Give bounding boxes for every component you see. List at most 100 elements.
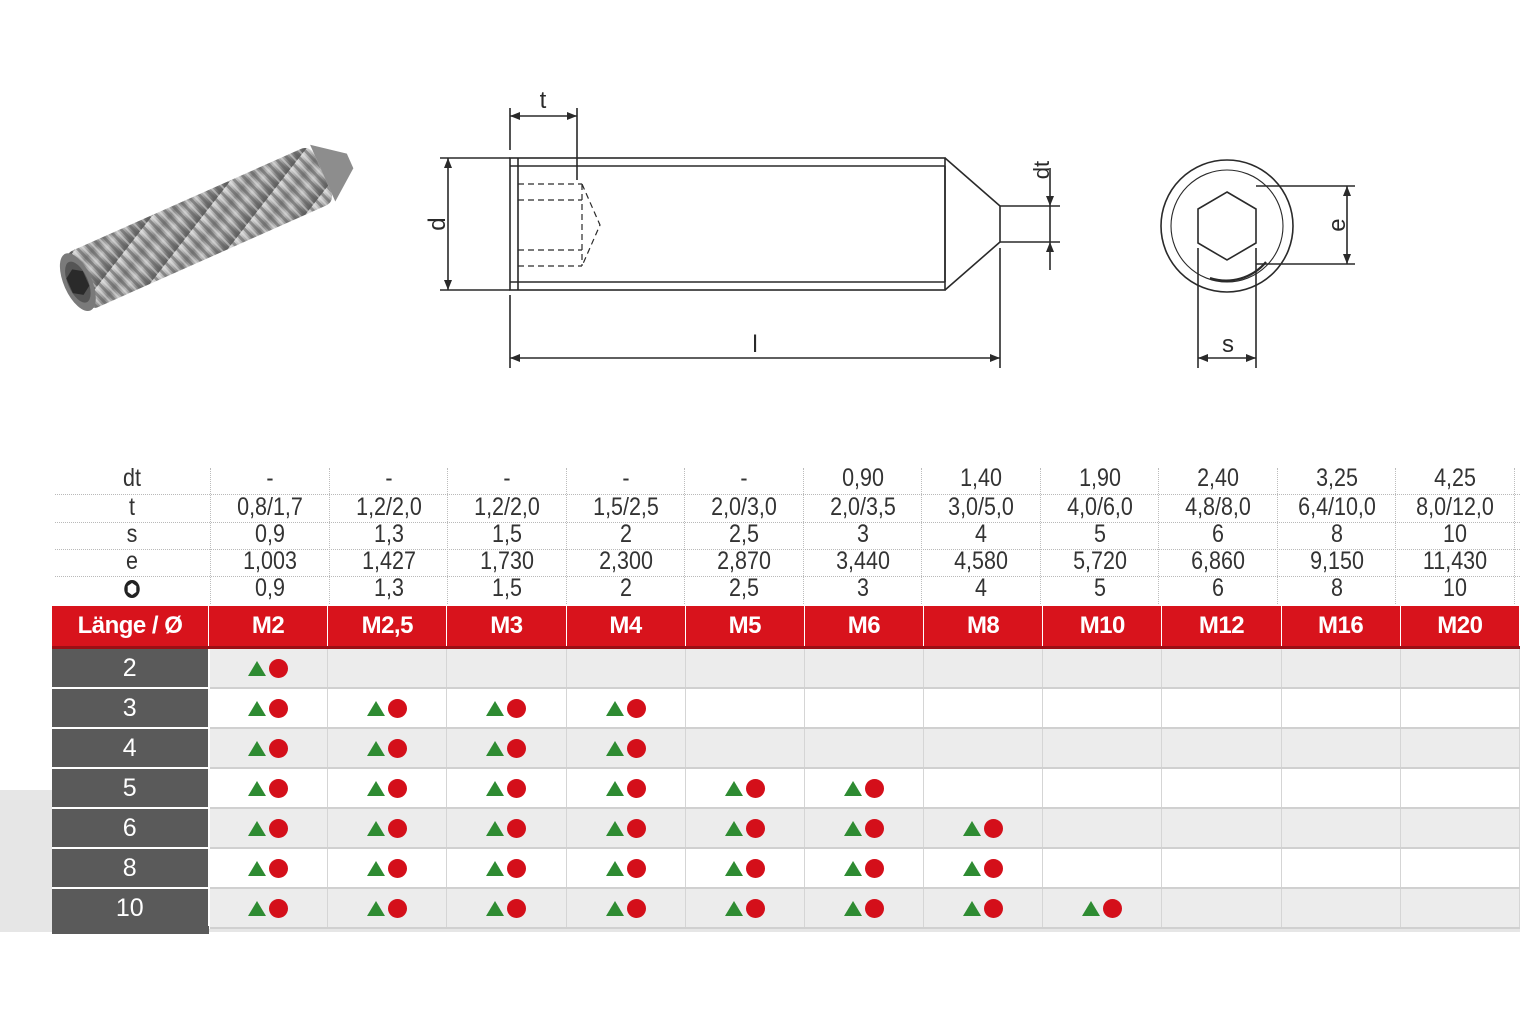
row-divider (55, 576, 1520, 578)
dimension-value: - (740, 464, 748, 492)
triangle-icon (843, 820, 862, 836)
availability-cell (685, 768, 805, 809)
set-screw-photo (59, 144, 354, 312)
triangle-icon (605, 700, 624, 716)
availability-cell (923, 647, 1044, 689)
dot-icon (269, 658, 289, 678)
row-divider (55, 522, 1520, 524)
dimension-value: 2,5 (729, 520, 759, 548)
availability-cell (208, 768, 329, 809)
dimension-value: 9,150 (1309, 547, 1364, 575)
dot-icon (388, 898, 408, 918)
dimension-value: 2,300 (598, 547, 653, 575)
availability-cell (566, 688, 686, 729)
availability-cell (685, 728, 805, 769)
dimension-value: 1,3 (373, 574, 404, 602)
availability-cell (923, 808, 1044, 849)
availability-cell (1400, 688, 1520, 729)
availability-cell (208, 728, 329, 769)
dimension-value: 1,5/2,5 (592, 493, 659, 521)
dimension-value: - (266, 464, 274, 492)
column-divider (1276, 468, 1279, 604)
size-header: M6 (804, 606, 925, 649)
size-header-row: Länge / Ø M2 M2,5 M3 M4 M5 M6 M8 M10 M12… (52, 606, 1520, 649)
dimension-value: 1,427 (361, 547, 416, 575)
column-divider (921, 468, 923, 604)
dimension-value: 6 (1212, 574, 1224, 602)
dot-icon (507, 858, 527, 878)
availability-cell (1042, 888, 1163, 929)
dot-icon (507, 898, 527, 918)
triangle-icon (724, 820, 743, 836)
dimension-value: 3,25 (1315, 464, 1358, 492)
column-divider (684, 468, 686, 604)
column-divider (1513, 468, 1516, 604)
dot-icon (745, 858, 765, 878)
dimension-value: 2,870 (717, 547, 771, 575)
length-cell: 3 (52, 688, 210, 729)
triangle-icon (1082, 900, 1101, 916)
triangle-icon (724, 900, 743, 916)
dimension-value: 2,5 (729, 574, 759, 602)
column-divider (1158, 468, 1160, 604)
table-row: 3 (52, 688, 1520, 729)
triangle-icon (367, 860, 386, 876)
triangle-icon (248, 820, 267, 836)
dimension-value: 1,5 (492, 574, 522, 602)
size-header: M8 (923, 606, 1044, 649)
availability-cell (685, 808, 805, 849)
availability-cell (685, 688, 805, 729)
size-header: M10 (1042, 606, 1163, 649)
availability-cell (566, 647, 686, 689)
dimension-value: 0,90 (841, 464, 884, 492)
dimension-value: - (384, 464, 393, 492)
availability-cell (1161, 848, 1282, 889)
dimension-value: 0,9 (255, 574, 285, 602)
column-divider (210, 468, 212, 604)
triangle-icon (486, 820, 505, 836)
availability-cell (327, 647, 448, 689)
availability-table: Länge / Ø M2 M2,5 M3 M4 M5 M6 M8 M10 M12… (52, 606, 1520, 929)
dot-icon (388, 738, 408, 758)
availability-cell (446, 848, 567, 889)
triangle-icon (367, 780, 386, 796)
dim-label-dt: dt (1029, 161, 1054, 179)
side-view-drawing: t d l dt (424, 87, 1060, 368)
dot-icon (507, 818, 527, 838)
triangle-icon (367, 700, 386, 716)
hex-key-icon (106, 576, 158, 601)
dot-icon (745, 898, 765, 918)
availability-cell (804, 848, 925, 889)
dimension-value: 2 (619, 520, 632, 548)
dimension-value: 1,90 (1078, 464, 1121, 492)
dimension-row-label: t (129, 493, 135, 521)
triangle-icon (248, 780, 267, 796)
column-divider (565, 468, 568, 604)
triangle-icon (843, 860, 862, 876)
availability-cell (446, 888, 567, 929)
dot-icon (388, 818, 408, 838)
availability-cell (446, 688, 567, 729)
dim-label-d: d (424, 217, 451, 230)
length-cell: 6 (52, 808, 210, 849)
availability-cell (208, 888, 329, 929)
dot-icon (507, 698, 527, 718)
dimension-row-label: e (126, 547, 138, 575)
size-header: M2 (208, 606, 329, 649)
dot-icon (1103, 898, 1123, 918)
triangle-icon (605, 900, 624, 916)
dimension-value: 6 (1212, 520, 1224, 548)
triangle-icon (605, 740, 624, 756)
dot-icon (626, 858, 646, 878)
triangle-icon (963, 820, 982, 836)
dot-icon (864, 898, 884, 918)
availability-cell (1400, 808, 1520, 849)
availability-cell (566, 728, 686, 769)
dimension-value: 1,3 (373, 520, 404, 548)
table-row: 8 (52, 848, 1520, 889)
availability-cell (1400, 728, 1520, 769)
availability-cell (208, 848, 329, 889)
dimension-value: 3 (856, 574, 869, 602)
triangle-icon (248, 740, 267, 756)
dimension-value: 2,0/3,0 (711, 493, 777, 521)
